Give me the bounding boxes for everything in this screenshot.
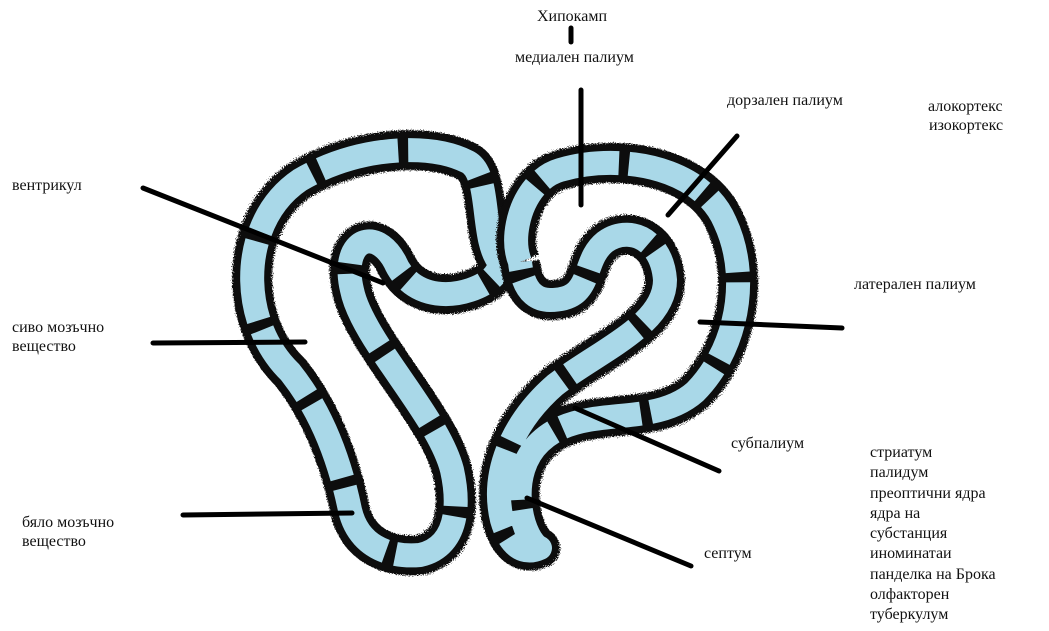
dorsal-pallium-label: дорзален палиум [727, 91, 843, 110]
medial-pallium-label: медиален палиум [515, 48, 634, 67]
subpallium-list-item: стриатум [870, 443, 996, 463]
isocortex-label: изокортекс [929, 116, 1003, 135]
subpallium-list-item: панделка на Брока [870, 565, 996, 585]
lateral-pallium-label: латерален палиум [854, 275, 976, 294]
subpallium-list-item: олфакторен [870, 585, 996, 605]
septum-label: септум [704, 544, 752, 563]
subpallium-list-item: иноминатаи [870, 544, 996, 564]
white-matter-label-line1: бяло мозъчно [22, 513, 114, 532]
subpallium-structures-list: стриатум палидум преоптични ядра ядра на… [870, 443, 996, 626]
subpallium-label: субпалиум [731, 434, 804, 453]
gray-matter-pointer [153, 342, 305, 343]
subpallium-list-item: туберкулум [870, 605, 996, 625]
gray-matter-label-line2: вещество [12, 337, 104, 356]
right-hemisphere [499, 163, 738, 551]
ventricle-label: вентрикул [12, 176, 82, 195]
subpallium-list-item: субстанция [870, 524, 996, 544]
subpallium-list-item: палидум [870, 463, 996, 483]
white-matter-label: бяло мозъчно вещество [22, 513, 114, 551]
gray-matter-label: сиво мозъчно вещество [12, 318, 104, 356]
subpallium-list-item: преоптични ядра [870, 484, 996, 504]
gray-matter-label-line1: сиво мозъчно [12, 318, 104, 337]
allocortex-label: алокортекс [928, 97, 1003, 116]
white-matter-pointer [183, 513, 352, 515]
subpallium-list-item: ядра на [870, 504, 996, 524]
white-matter-label-line2: вещество [22, 532, 114, 551]
right-hemisphere-outline [499, 163, 738, 551]
hippocampus-label: Хипокамп [537, 7, 607, 26]
left-hemisphere [252, 150, 500, 555]
